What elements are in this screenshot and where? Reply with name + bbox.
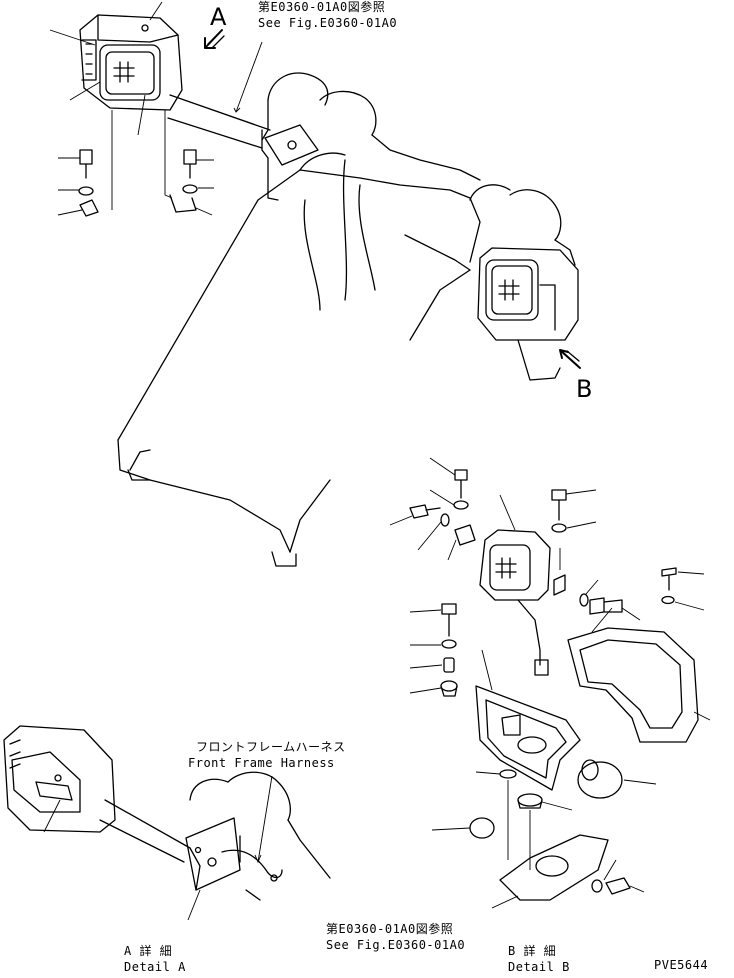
figure-code: PVE5644 [654, 958, 709, 972]
harness-jp: フロントフレームハーネス [196, 740, 346, 754]
ref-bottom-jp: 第E0360-01A0図参照 [326, 922, 454, 936]
harness-en: Front Frame Harness [188, 756, 335, 770]
detail-b-en: Detail B [508, 960, 570, 974]
detail-a-jp: A 詳 細 [124, 944, 173, 958]
work-lamp-left [49, 1, 183, 210]
detail-b-jp: B 詳 細 [508, 944, 557, 958]
fasteners-top-left [57, 110, 214, 217]
work-lamp-right [477, 247, 581, 381]
front-frame [117, 72, 576, 567]
ref-top-arrowhead [233, 107, 241, 113]
ref-top-jp: 第E0360-01A0図参照 [258, 0, 386, 14]
ref-top-en: See Fig.E0360-01A0 [258, 16, 398, 30]
detail-a-assembly [3, 725, 331, 921]
view-b-letter: B [576, 375, 593, 403]
detail-a-en: Detail A [124, 960, 186, 974]
detail-b-assembly [389, 457, 711, 909]
ref-bottom-en: See Fig.E0360-01A0 [326, 938, 466, 952]
ref-top-leader [235, 41, 263, 113]
view-a-arrow [204, 29, 225, 49]
view-a-letter: A [210, 3, 227, 31]
